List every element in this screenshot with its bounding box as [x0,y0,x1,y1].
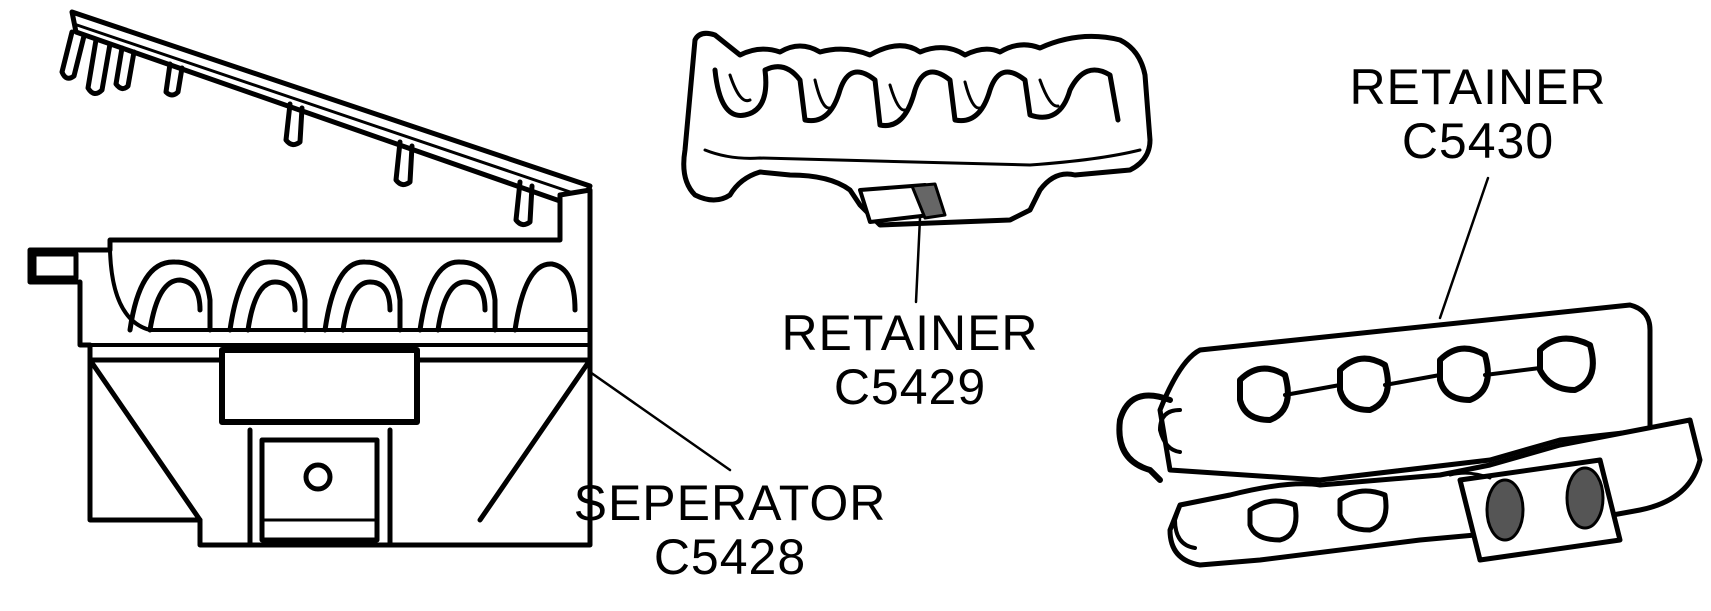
retainer-c5429-code: C5429 [833,359,987,415]
retainer-c5429-label: RETAINER C5429 [760,306,1060,414]
separator-leader-line [588,370,732,472]
separator-name: SEPERATOR [573,475,887,531]
retainer-c5430-drawing [1116,302,1703,568]
retainer-c5430-label: RETAINER C5430 [1328,60,1628,168]
retainer-c5429-leader-line [914,216,922,304]
separator-label: SEPERATOR C5428 [540,476,920,584]
separator-drawing [27,9,593,548]
separator-code: C5428 [653,529,807,585]
retainer-c5429-name: RETAINER [781,305,1039,361]
retainer-c5430-name: RETAINER [1349,59,1607,115]
retainer-c5430-code: C5430 [1401,113,1555,169]
retainer-c5429-drawing [681,30,1153,228]
retainer-c5430-leader-line [1438,176,1490,320]
